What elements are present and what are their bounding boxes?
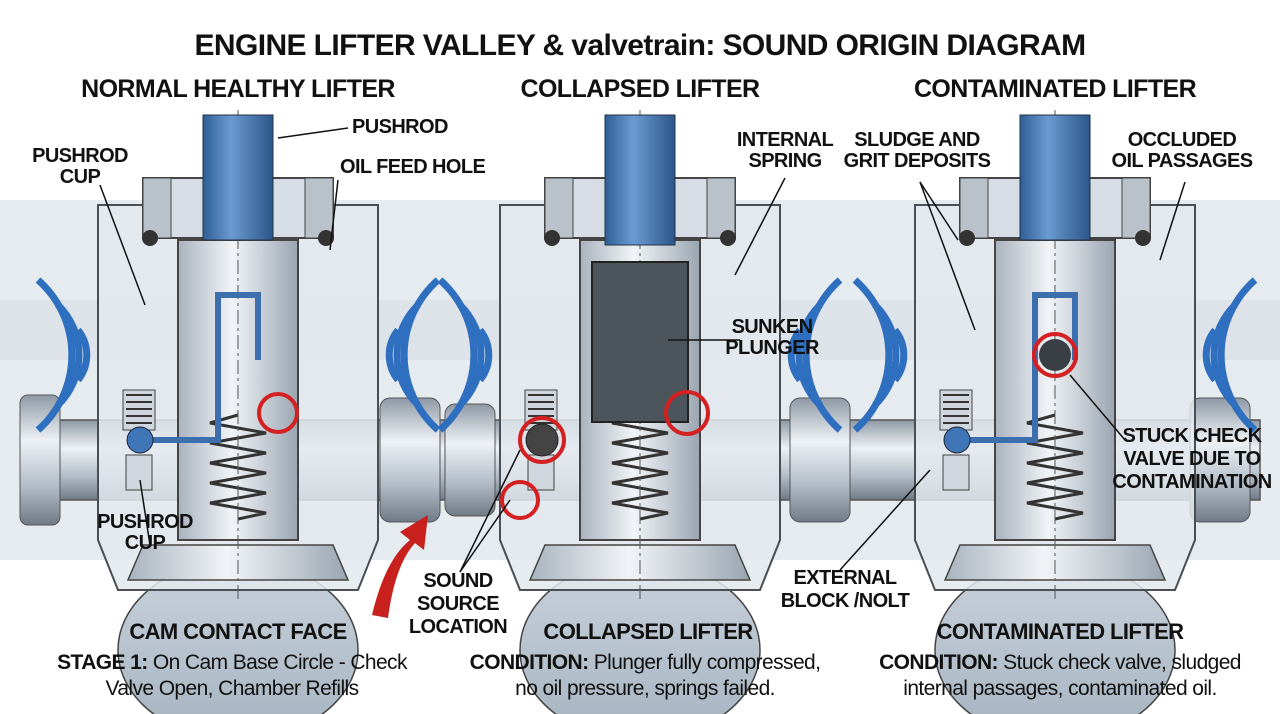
check-ball — [126, 426, 154, 454]
panel-heading-healthy: NORMAL HEALTHY LIFTER — [81, 75, 395, 103]
footer-cam-contact-face: CAM CONTACT FACE — [129, 619, 347, 644]
pushrod — [604, 114, 676, 246]
footer-contaminated-lifter: CONTAMINATED LIFTER — [936, 619, 1184, 644]
diagram-title: ENGINE LIFTER VALLEY & valvetrain: SOUND… — [194, 29, 1087, 62]
panel-heading-contaminated: CONTAMINATED LIFTER — [913, 75, 1197, 103]
rotation-arrow — [372, 515, 428, 618]
pushrod — [1019, 114, 1091, 241]
highlight-circle — [518, 416, 566, 464]
pushrod — [202, 114, 274, 241]
highlight-circle — [257, 392, 299, 434]
sunken-plunger — [591, 261, 689, 423]
lifter-collapsed — [440, 108, 840, 714]
lifter-healthy — [38, 108, 438, 714]
stuck-check-ball — [1039, 339, 1071, 371]
label-pushrod: PUSHROD — [352, 116, 448, 138]
highlight-circle — [1032, 332, 1078, 378]
caption-collapsed: CONDITION: Plunger fully compressed,no o… — [469, 651, 821, 701]
panel-heading-collapsed: COLLAPSED LIFTER — [520, 75, 760, 103]
check-ball — [943, 426, 971, 454]
oil-passage — [965, 292, 1078, 443]
check-ball — [525, 423, 559, 457]
lifter-contaminated — [855, 108, 1255, 714]
highlight-circle — [664, 390, 710, 436]
oil-passage — [148, 292, 261, 443]
footer-collapsed-lifter: COLLAPSED LIFTER — [543, 619, 753, 644]
leader-lines — [99, 127, 1186, 573]
highlight-circle — [500, 480, 540, 520]
label-oil-feed-hole: OIL FEED HOLE — [340, 156, 486, 178]
